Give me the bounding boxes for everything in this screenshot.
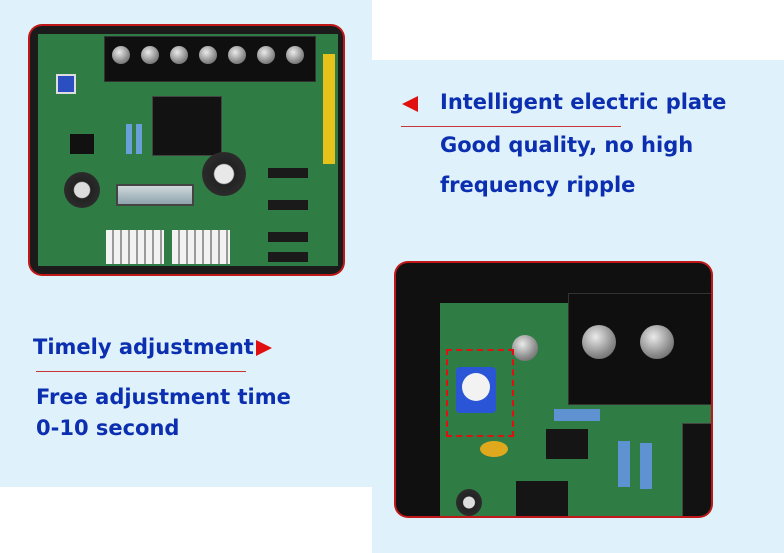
- ic-chip: [70, 134, 94, 154]
- heat-sink: [106, 230, 164, 264]
- diode: [268, 168, 308, 178]
- potentiometer-closeup-photo: [396, 263, 711, 516]
- left-divider: [36, 371, 246, 372]
- potentiometer-dial: [462, 373, 490, 401]
- terminal-screw: [141, 46, 159, 64]
- diode: [268, 200, 308, 210]
- diode: [268, 232, 308, 242]
- potentiometer: [56, 74, 76, 94]
- terminal-screw: [112, 46, 130, 64]
- terminal-screw: [582, 325, 616, 359]
- pcb-board: [38, 34, 338, 266]
- right-divider: [401, 126, 621, 127]
- left-desc-line2: 0-10 second: [36, 416, 180, 440]
- triangle-left-icon: [402, 96, 418, 112]
- resistor: [136, 124, 142, 154]
- capacitor: [480, 441, 508, 457]
- terminal-screw: [286, 46, 304, 64]
- capacitor: [202, 152, 246, 196]
- wire: [323, 54, 335, 164]
- ic-chip: [546, 429, 588, 459]
- fuse: [116, 184, 194, 206]
- left-desc-line1: Free adjustment time: [36, 385, 291, 409]
- right-heading: Intelligent electric plate: [440, 90, 727, 114]
- background-left-middle: [0, 262, 372, 487]
- adjust-highlight: [446, 349, 514, 437]
- capacitor: [64, 172, 100, 208]
- left-heading: Timely adjustment: [33, 335, 254, 359]
- circuit-board-photo: [30, 26, 343, 274]
- terminal-screw: [228, 46, 246, 64]
- terminal-screw: [640, 325, 674, 359]
- resistor: [640, 443, 652, 489]
- terminal-screw: [199, 46, 217, 64]
- capacitor: [456, 489, 482, 516]
- relay: [152, 96, 222, 156]
- resistor: [126, 124, 132, 154]
- right-desc-line1: Good quality, no high: [440, 133, 694, 157]
- heat-sink: [172, 230, 230, 264]
- diode: [268, 252, 308, 262]
- relay: [682, 423, 711, 516]
- terminal-block: [104, 36, 316, 82]
- screw: [512, 335, 538, 361]
- terminal-screw: [170, 46, 188, 64]
- ic-chip: [516, 481, 568, 516]
- terminal-screw: [257, 46, 275, 64]
- triangle-right-icon: [256, 340, 272, 356]
- right-desc-line2: frequency ripple: [440, 173, 636, 197]
- resistor: [554, 409, 600, 421]
- resistor: [618, 441, 630, 487]
